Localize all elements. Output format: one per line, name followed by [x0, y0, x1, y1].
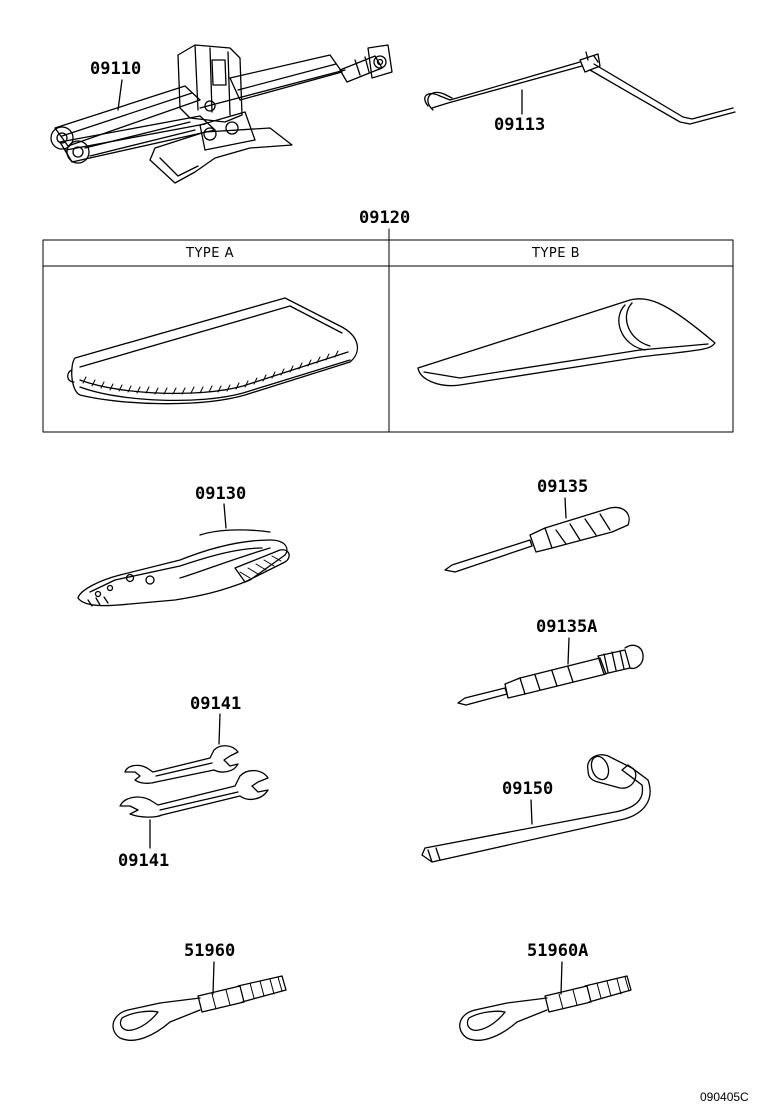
table-header-type-b: TYPE B	[532, 246, 580, 261]
part-label-jack-handle: 09113	[494, 115, 546, 135]
part-label-tool-bag: 09120	[359, 208, 411, 228]
towing-eye-alt-drawing	[460, 962, 631, 1040]
part-label-towing-eye-alt: 51960A	[527, 941, 589, 961]
table-header-type-a: TYPE A	[186, 246, 234, 261]
tool-bag-type-a-drawing	[68, 298, 358, 404]
wrench-pair-drawing	[120, 714, 268, 848]
tool-bag-type-b-drawing	[418, 299, 715, 386]
scissor-jack-drawing	[51, 45, 392, 183]
diagram-code: 090405C	[700, 1090, 749, 1104]
jack-handle-drawing	[425, 52, 735, 124]
lug-wrench-drawing	[422, 754, 650, 862]
part-label-screwdriver: 09135	[537, 477, 589, 497]
part-label-jack: 09110	[90, 59, 142, 79]
towing-eye-drawing	[113, 962, 286, 1040]
part-label-wrench-lower: 09141	[118, 851, 170, 871]
tool-bag-table	[43, 229, 733, 432]
screwdriver-alt-drawing	[458, 638, 643, 705]
part-label-towing-eye: 51960	[184, 941, 236, 961]
part-label-pliers: 09130	[195, 484, 247, 504]
screwdriver-drawing	[445, 498, 629, 572]
part-label-lug-wrench: 09150	[502, 779, 554, 799]
part-label-screwdriver-alt: 09135A	[536, 617, 598, 637]
part-label-wrench-upper: 09141	[190, 694, 242, 714]
pliers-drawing	[78, 504, 289, 606]
